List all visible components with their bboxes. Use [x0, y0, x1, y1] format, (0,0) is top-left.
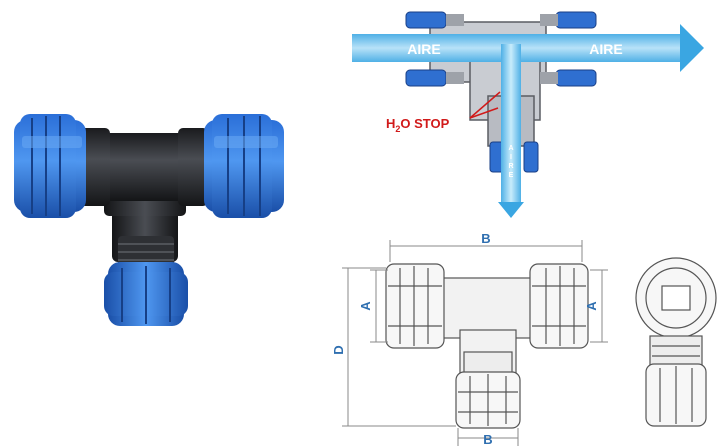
dimension-drawing	[385, 257, 717, 429]
dim-left-label: A	[358, 301, 373, 311]
dim-top-label: B	[481, 231, 490, 246]
flow-label-down-2: I	[510, 154, 512, 161]
bottom-blue-nut	[104, 262, 188, 326]
dim-height-label: D	[331, 345, 346, 354]
dimension-labels: B A A D B	[331, 231, 599, 447]
water-stop-label: H2O STOP	[386, 116, 450, 134]
right-blue-nut	[204, 114, 284, 218]
dim-bottom-label: B	[483, 432, 492, 447]
flow-label-right: AIRE	[589, 41, 622, 57]
left-blue-nut	[14, 114, 86, 218]
cutaway-flow-view: AIRE AIRE A I R E H2O STOP	[352, 11, 704, 218]
dim-right-label: A	[584, 301, 599, 311]
tee-fitting-photo	[14, 114, 284, 326]
dimension-lines	[342, 240, 608, 446]
flow-label-down-1: A	[508, 145, 513, 152]
flow-label-down-3: R	[508, 163, 513, 170]
flow-label-down-4: E	[509, 172, 514, 179]
flow-label-left: AIRE	[407, 41, 440, 57]
